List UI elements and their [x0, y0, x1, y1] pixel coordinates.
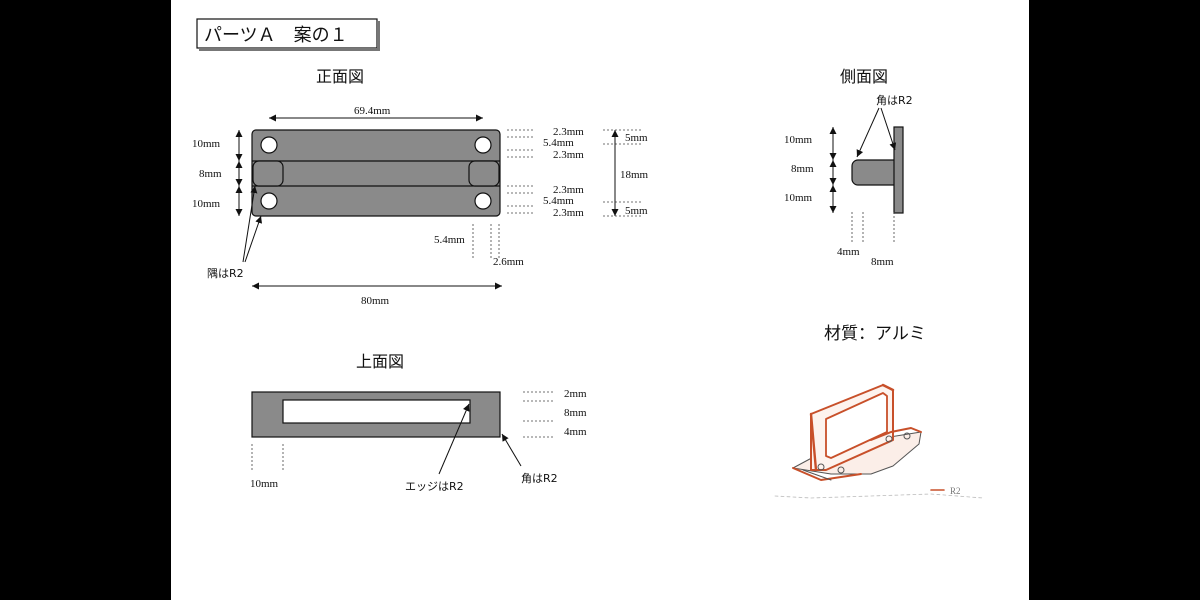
top-edge-note: エッジはR2: [405, 480, 464, 493]
front-corner-note: 隅はR2: [207, 267, 244, 280]
front-view-part: [251, 129, 501, 217]
dim-top-band: 10mm: [192, 138, 221, 150]
mount-hole: [474, 136, 492, 154]
side-corner-note: 角はR2: [876, 94, 913, 107]
dim-bottom-band: 10mm: [192, 198, 221, 210]
top-view-part: [251, 391, 501, 438]
top-dim-8: 8mm: [564, 407, 587, 419]
material-label: 材質：アルミ: [824, 324, 926, 344]
dim-bot-5: 5mm: [625, 205, 648, 217]
dim-top-5: 5mm: [625, 132, 648, 144]
side-dim-depth-4: 4mm: [837, 246, 860, 258]
side-view-heading: 側面図: [840, 67, 888, 86]
top-view-heading: 上面図: [356, 352, 404, 371]
dim-hole-dia: 2.6mm: [493, 256, 524, 268]
dim-mid-band: 8mm: [199, 168, 222, 180]
isometric-sketch: [774, 383, 984, 499]
top-dim-4: 4mm: [564, 426, 587, 438]
side-dim-upper: 10mm: [784, 134, 813, 146]
front-view-heading: 正面図: [316, 67, 364, 86]
dim-bot-c: 2.3mm: [553, 207, 584, 219]
dim-overall-width: 80mm: [361, 295, 390, 307]
side-view-part: [851, 126, 904, 214]
right-dim-ticks: [507, 129, 641, 217]
top-dim-2: 2mm: [564, 388, 587, 400]
mount-hole: [260, 136, 278, 154]
dim-hole-offset: 5.4mm: [434, 234, 465, 246]
sheet-title: パーツＡ 案の１: [204, 25, 348, 46]
dim-top-c: 2.3mm: [553, 149, 584, 161]
dim-top-b: 5.4mm: [543, 137, 574, 149]
drawing-sheet: パーツＡ 案の１ 正面図 69.4mm 10mm 8mm 10mm 2.3mm: [171, 0, 1029, 600]
dim-top-a: 2.3mm: [553, 126, 584, 138]
top-dim-left: 10mm: [250, 478, 279, 490]
side-dim-lower: 10mm: [784, 192, 813, 204]
mount-hole: [260, 192, 278, 210]
side-dim-depth-8: 8mm: [871, 256, 894, 268]
sketch-note: R2: [950, 486, 961, 496]
drawing-canvas: パーツＡ 案の１ 正面図 69.4mm 10mm 8mm 10mm 2.3mm: [192, 18, 984, 499]
top-corner-note: 角はR2: [521, 472, 558, 485]
dim-total-18: 18mm: [620, 169, 649, 181]
title-box: パーツＡ 案の１: [196, 18, 380, 51]
mount-hole: [474, 192, 492, 210]
dim-bot-a: 2.3mm: [553, 184, 584, 196]
side-dim-mid: 8mm: [791, 163, 814, 175]
dim-hole-pitch: 69.4mm: [354, 105, 391, 117]
dim-bot-b: 5.4mm: [543, 195, 574, 207]
